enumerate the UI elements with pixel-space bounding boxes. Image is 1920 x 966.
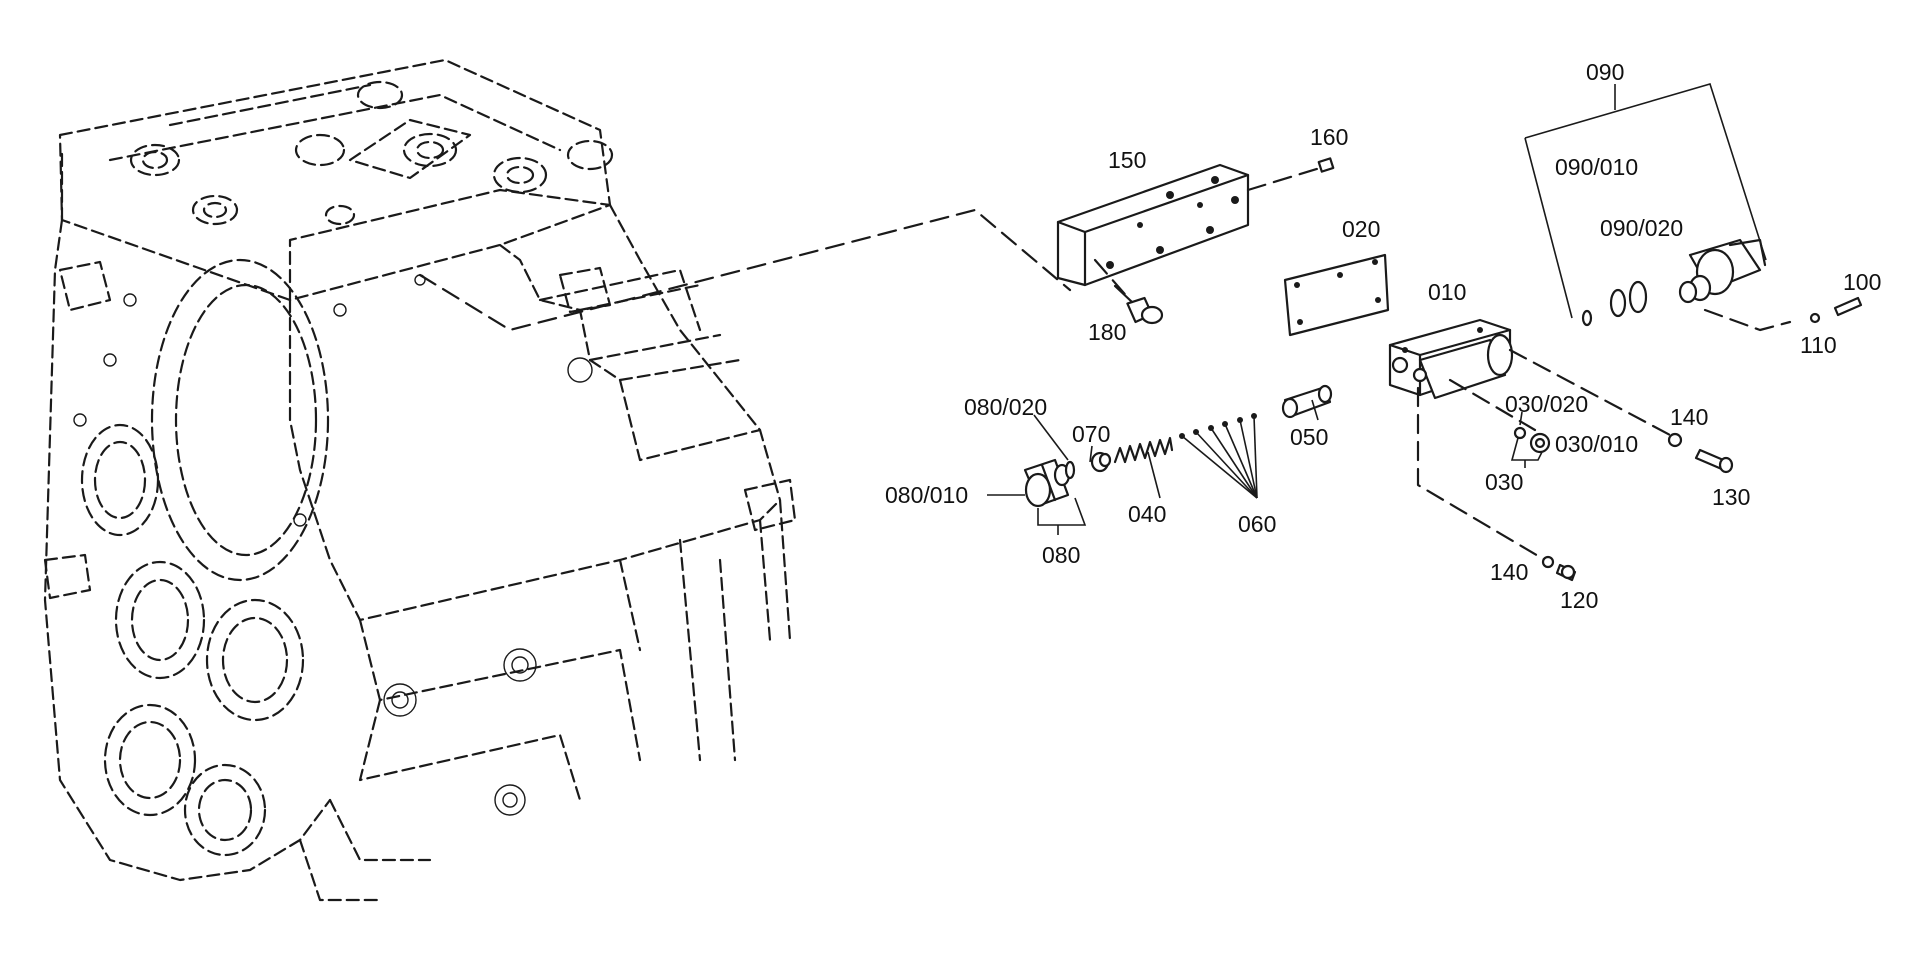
part-080-020-oring bbox=[1064, 460, 1076, 480]
part-100-screw-110-washer bbox=[1809, 296, 1863, 324]
label-090-020: 090/020 bbox=[1600, 215, 1683, 241]
label-140-lower: 140 bbox=[1490, 559, 1528, 585]
part-160-plug bbox=[1246, 157, 1335, 192]
part-080-plug bbox=[1023, 458, 1071, 508]
label-050: 050 bbox=[1290, 424, 1328, 450]
label-130: 130 bbox=[1712, 484, 1750, 510]
part-090-010-ring bbox=[1581, 309, 1593, 327]
part-040-spring bbox=[1113, 436, 1174, 464]
label-120: 120 bbox=[1560, 587, 1598, 613]
part-140-washer-and-130-screw bbox=[1667, 432, 1734, 474]
part-020-gasket bbox=[1283, 253, 1390, 337]
label-090-010: 090/010 bbox=[1555, 154, 1638, 180]
part-010-valve-housing bbox=[1388, 318, 1514, 400]
label-180: 180 bbox=[1088, 319, 1126, 345]
assembly-dashed-line-010-c bbox=[1508, 348, 1672, 437]
label-040: 040 bbox=[1128, 501, 1166, 527]
label-060: 060 bbox=[1238, 511, 1276, 537]
label-110: 110 bbox=[1800, 332, 1837, 358]
label-070: 070 bbox=[1072, 421, 1110, 447]
label-010: 010 bbox=[1428, 279, 1466, 305]
label-030-020: 030/020 bbox=[1505, 391, 1588, 417]
label-080: 080 bbox=[1042, 542, 1080, 568]
label-140-right: 140 bbox=[1670, 404, 1708, 430]
bracket-090 bbox=[1524, 83, 1767, 261]
label-100: 100 bbox=[1843, 269, 1881, 295]
label-080-010: 080/010 bbox=[885, 482, 968, 508]
part-090-solenoid bbox=[1678, 238, 1792, 332]
part-070-sleeve bbox=[1090, 451, 1112, 473]
assembly-dashed-line-010-a bbox=[1416, 386, 1547, 562]
part-060-shims bbox=[1179, 413, 1257, 439]
assembly-dashed-line-main bbox=[418, 208, 1072, 332]
part-030-plug-assembly bbox=[1513, 426, 1551, 454]
label-030-010: 030/010 bbox=[1555, 431, 1638, 457]
label-080-020: 080/020 bbox=[964, 394, 1047, 420]
part-090-020-oring-b bbox=[1628, 280, 1648, 314]
label-160: 160 bbox=[1310, 124, 1348, 150]
part-140-washer-and-120-screw bbox=[1541, 555, 1577, 582]
bracket-080 bbox=[1037, 497, 1087, 526]
part-090-020-oring-a bbox=[1609, 288, 1627, 318]
label-150: 150 bbox=[1108, 147, 1146, 173]
part-150-cover-plate bbox=[1056, 163, 1250, 287]
label-020: 020 bbox=[1342, 216, 1380, 242]
transmission-housing bbox=[43, 58, 797, 902]
part-050-piston bbox=[1281, 384, 1333, 419]
part-180-screw bbox=[1093, 258, 1164, 325]
label-030: 030 bbox=[1485, 469, 1523, 495]
label-090: 090 bbox=[1586, 59, 1624, 85]
